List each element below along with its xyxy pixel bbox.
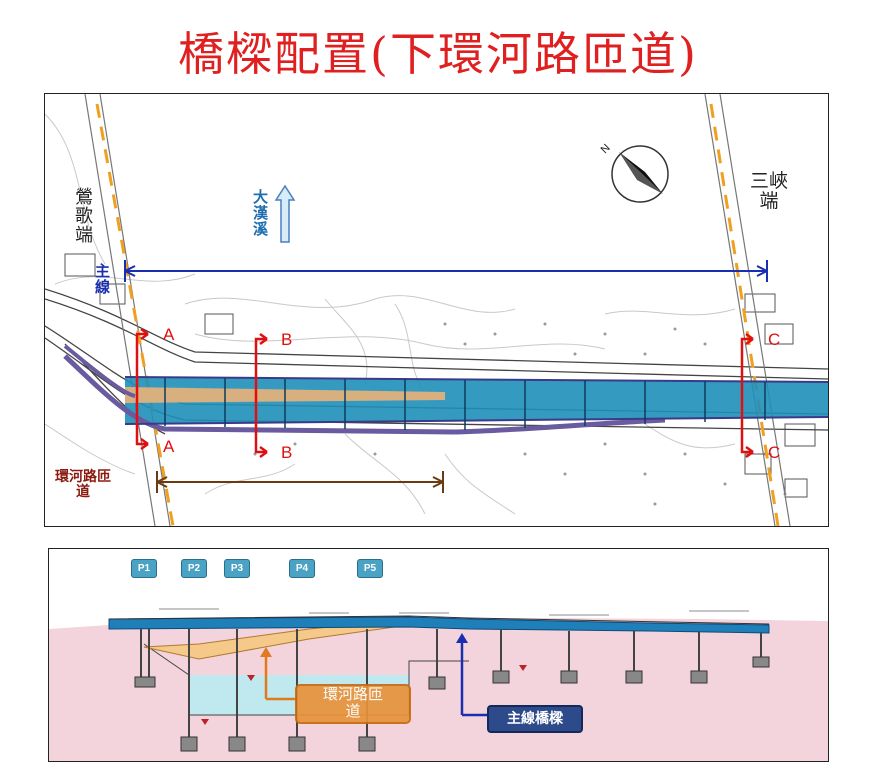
section-cut-markers [135, 327, 754, 459]
page-title: 橋樑配置(下環河路匝道) [178, 27, 698, 81]
plan-view-panel: A A B B C C N 鶯 歌 端 三峽 端 大 漢 溪 主 線 [44, 93, 829, 527]
section-label-c-top: C [768, 330, 780, 349]
ramp-span-arrow [156, 471, 444, 493]
main-line-label: 主 線 [95, 262, 111, 296]
section-label-b-top: B [281, 330, 292, 349]
pier-footings [134, 656, 770, 752]
north-label: N [599, 142, 613, 156]
main-pointer-arrow-icon [456, 633, 468, 643]
boundary-dashed-lines [95, 103, 780, 526]
section-view-panel: P1 P2 P3 P4 P5 環河路匝 道 主線橋樑 [48, 548, 829, 762]
pier-badge-p2: P2 [181, 559, 207, 578]
main-bridge-callout-label: 主線橋樑 [487, 705, 583, 733]
pier-badge-p1: P1 [131, 559, 157, 578]
main-deck [108, 616, 770, 634]
river-flow-arrow-icon [274, 184, 296, 243]
bridge-piers [140, 629, 762, 739]
ramp-callout-label: 環河路匝 道 [295, 684, 411, 724]
sanxia-end-label: 三峽 端 [750, 170, 789, 212]
pier-badge-p5: P5 [357, 559, 383, 578]
bridge-deck [63, 344, 828, 435]
ramp-label: 環河路匝 道 [55, 469, 111, 500]
section-label-c-bottom: C [768, 443, 780, 462]
north-arrow-icon: N [599, 142, 669, 203]
pier-badge-p4: P4 [289, 559, 315, 578]
section-label-b-bottom: B [281, 443, 292, 462]
section-label-a-bottom: A [163, 437, 175, 456]
plan-view-drawing: A A B B C C N [45, 94, 828, 526]
main-line-span-arrow [124, 260, 768, 282]
yingge-end-label: 鶯 歌 端 [75, 187, 93, 246]
section-cut-labels: A A B B C C [163, 325, 780, 462]
terrain-contours [45, 113, 736, 515]
ramp-pointer-arrow-icon [260, 647, 272, 657]
river-name-label: 大 漢 溪 [253, 188, 269, 238]
pier-badge-p3: P3 [224, 559, 250, 578]
water-level-markers [201, 665, 527, 725]
building-outlines [64, 253, 816, 498]
river-banks [84, 94, 791, 526]
annotation-leaders [159, 608, 749, 616]
section-label-a-top: A [163, 325, 175, 344]
section-view-drawing [49, 608, 828, 761]
